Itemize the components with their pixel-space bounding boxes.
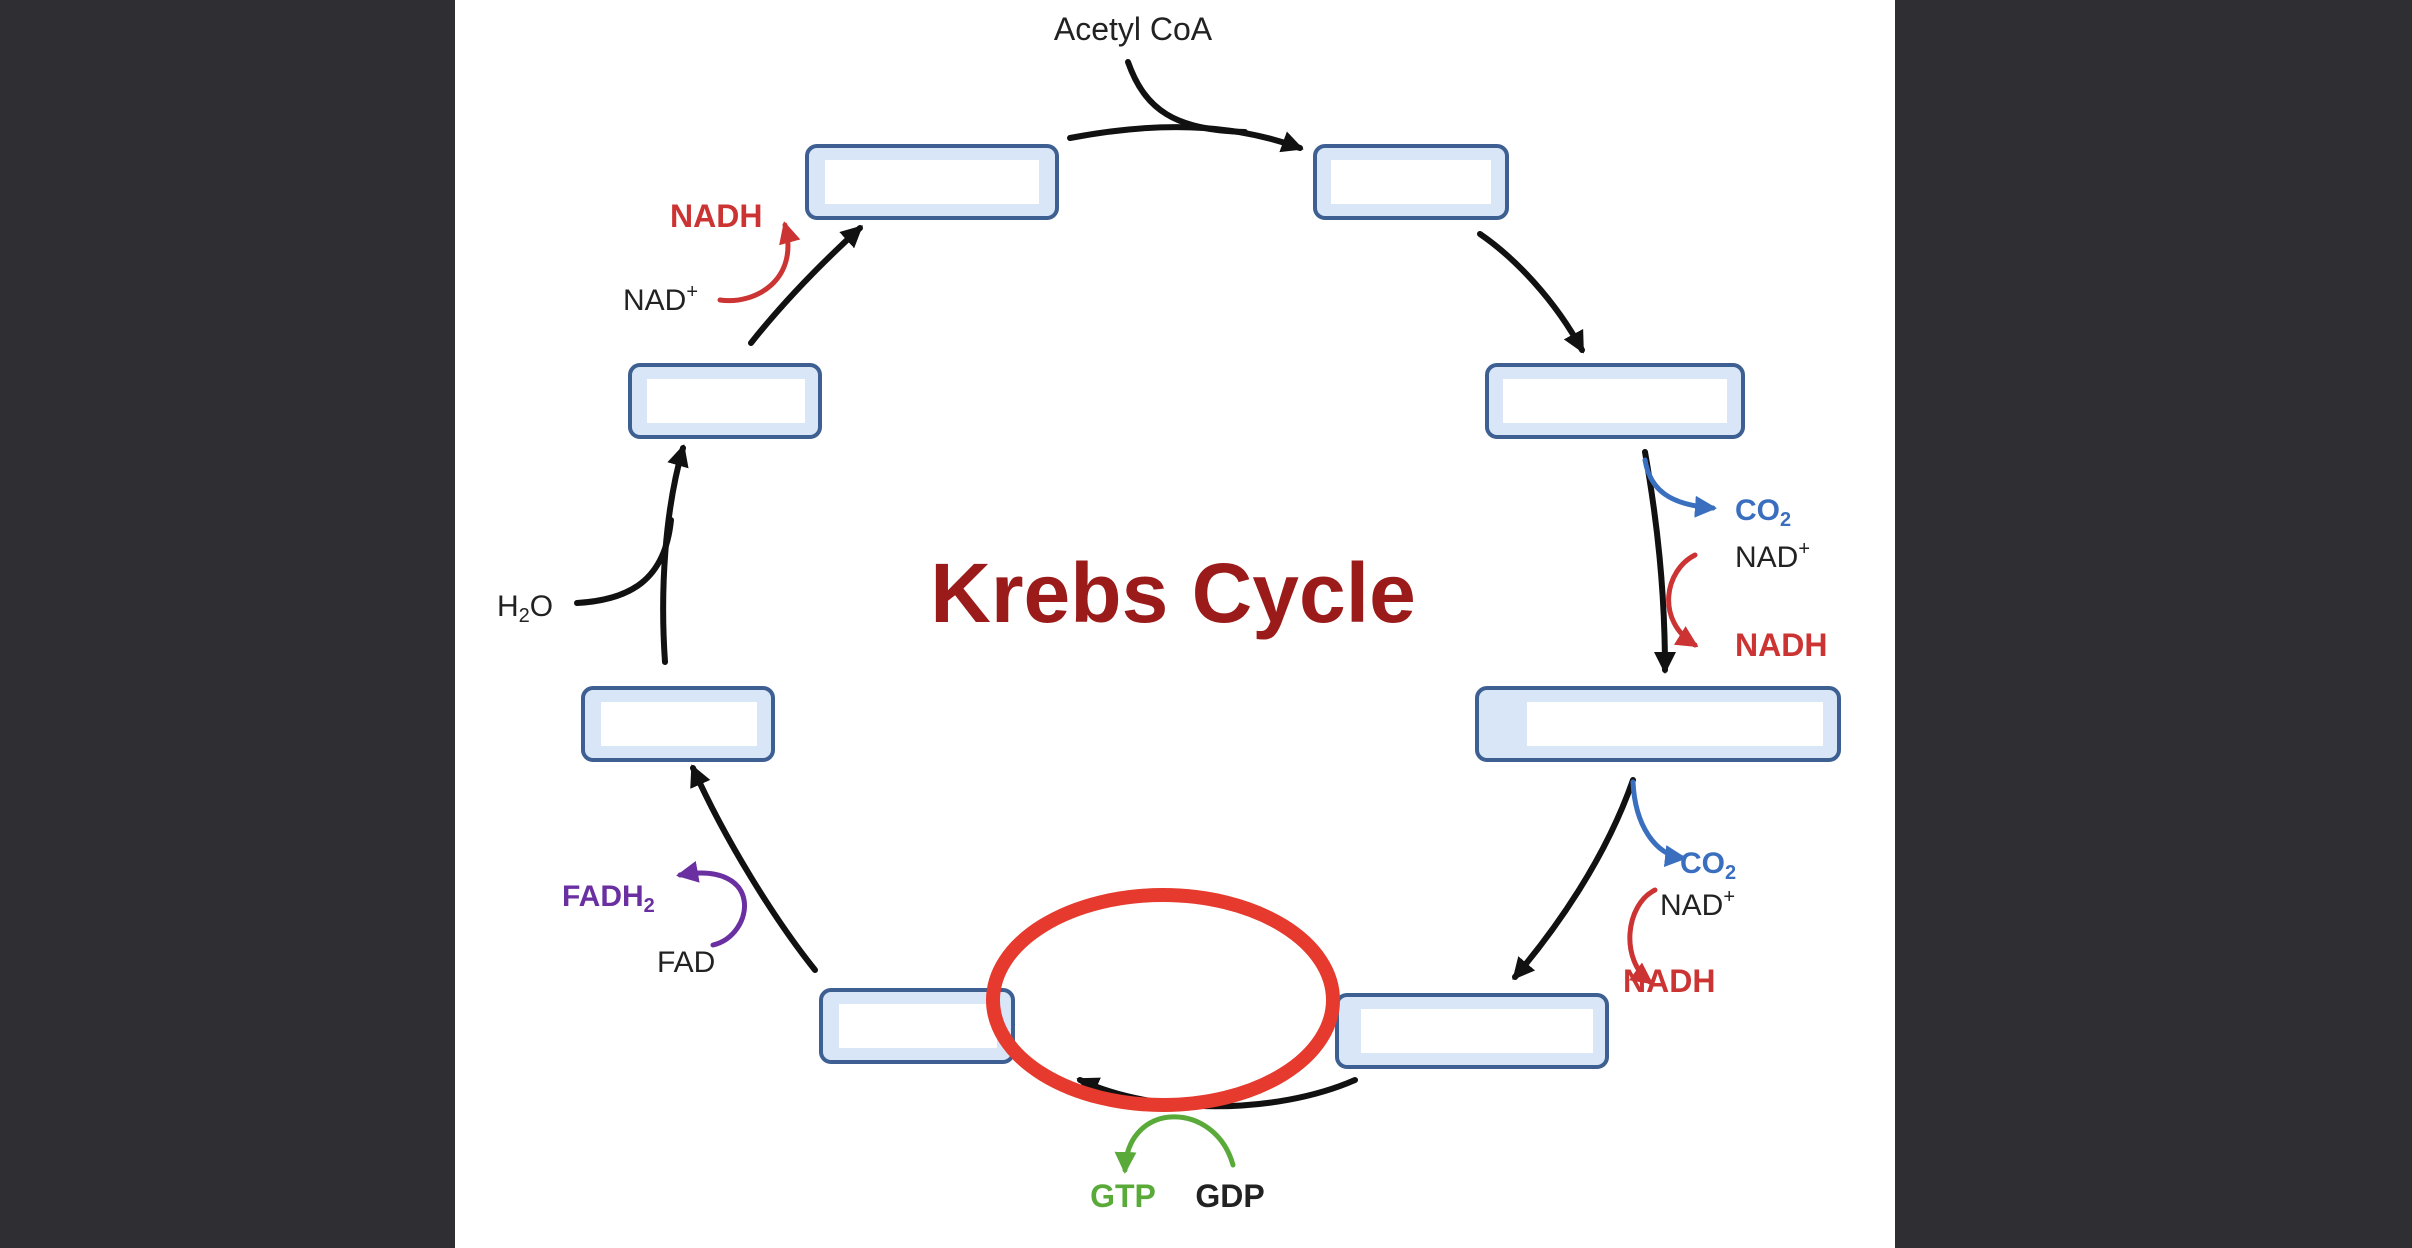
cycle-arrow-bottom-right [1512,777,1636,981]
cycle-arrow-top-right [1477,231,1585,354]
cycle-arrow-bottom-left [690,764,818,973]
gdp-label: GDP [1195,1178,1264,1214]
highlight-circle [986,888,1340,1112]
box-oxaloacetate-citrate[interactable] [805,144,1059,220]
intermediate-boxes [581,144,1841,1069]
co2-label-2: CO2 [1680,847,1736,884]
box-fumarate[interactable] [581,686,775,762]
nadh-arrow-right-bottom [1627,887,1658,985]
gtp-label: GTP [1090,1178,1156,1214]
diagram-canvas: Krebs Cycle Acetyl CoA CO2 NAD+ NADH CO2… [455,0,1895,1248]
box-malate[interactable] [628,363,822,439]
acetyl-coa-input-arrow [1125,59,1248,135]
acetyl-coa-label: Acetyl CoA [1054,11,1213,47]
box-isocitrate[interactable] [1485,363,1745,439]
nad-label-1: NAD+ [1735,538,1810,574]
h2o-input-arrow [574,517,674,606]
box-succinate[interactable] [819,988,1015,1064]
h2o-label: H2O [497,590,553,627]
gtp-arrow [1114,1114,1236,1174]
nadh-arrows [717,221,1699,985]
cycle-arrow-top-left [748,225,863,346]
cycle-arrow-top [1067,124,1304,153]
co2-label-1: CO2 [1735,494,1791,531]
nad-label-3: NAD+ [623,281,698,317]
nadh-label-3: NADH [670,198,762,234]
box-alpha-ketoglutarate[interactable] [1475,686,1841,762]
nad-label-2: NAD+ [1660,886,1735,922]
nadh-arrow-top-left [717,221,801,304]
fadh2-arrow [676,861,747,948]
fadh2-label: FADH2 [562,880,655,917]
nadh-label-2: NADH [1623,963,1715,999]
nadh-label-1: NADH [1735,627,1827,663]
cycle-arrow-left [660,444,689,665]
nadh-arrow-right-top [1666,552,1699,648]
box-citrate[interactable] [1313,144,1509,220]
krebs-diagram: Krebs Cycle Acetyl CoA CO2 NAD+ NADH CO2… [497,11,1841,1214]
box-succinyl-coa[interactable] [1335,993,1609,1069]
co2-arrows [1630,457,1717,868]
co2-arrow-2 [1630,779,1687,868]
fad-label: FAD [657,946,715,979]
co2-arrow-1 [1642,457,1717,518]
diagram-title: Krebs Cycle [930,546,1416,640]
